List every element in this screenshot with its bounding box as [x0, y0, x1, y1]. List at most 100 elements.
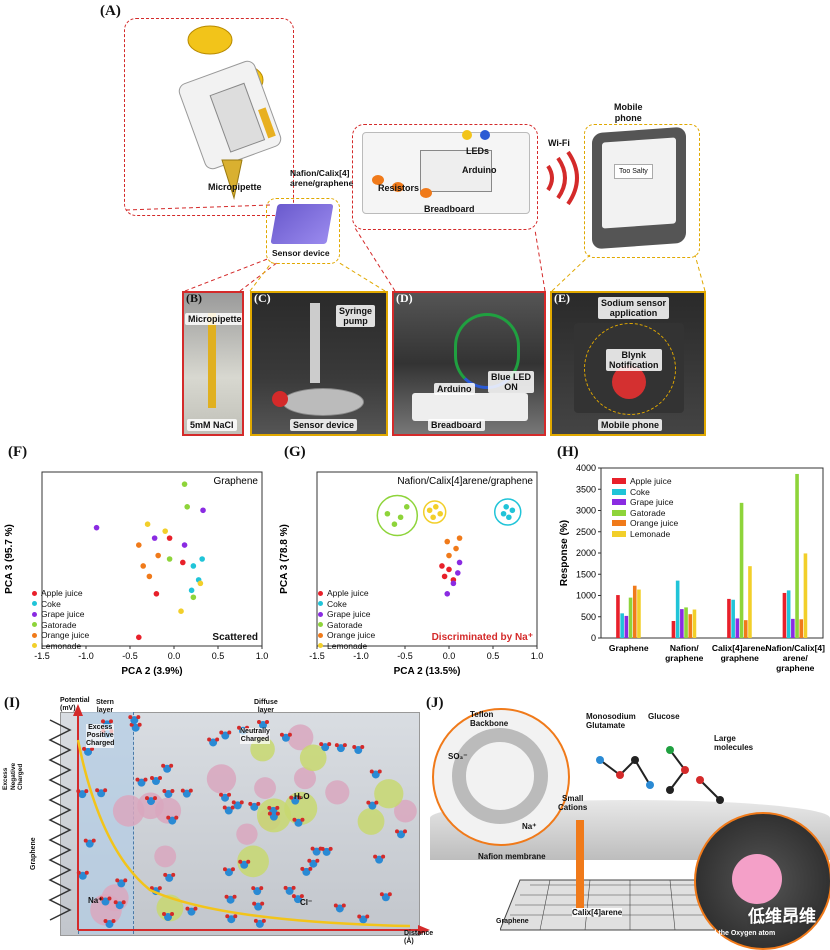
data-point	[456, 535, 463, 541]
sodium-ion	[293, 767, 317, 790]
water-hydrogen	[342, 743, 347, 748]
water-oxygen	[152, 776, 161, 785]
panel-label-e: (E)	[554, 291, 570, 305]
legend-marker	[318, 611, 323, 617]
photo-d-wires	[454, 313, 520, 389]
water-oxygen	[250, 802, 259, 811]
bar	[680, 609, 684, 638]
na-i-label: Na⁺	[88, 896, 103, 905]
x-axis-label: PCA 2 (13.5%)	[394, 666, 461, 677]
water-hydrogen	[352, 744, 357, 749]
x-tick-label: -1.0	[353, 651, 369, 661]
bar	[782, 592, 787, 638]
resistor-3	[420, 188, 432, 198]
neutral-label: Neutrally Charged	[240, 728, 270, 744]
water-oxygen	[101, 897, 110, 906]
water-hydrogen	[135, 777, 140, 782]
bar	[786, 590, 791, 638]
water-hydrogen	[287, 732, 292, 737]
legend-label: Orange juice	[41, 630, 90, 640]
water-hydrogen	[373, 854, 378, 859]
water-hydrogen	[264, 719, 269, 724]
category-label: arene/	[783, 653, 809, 663]
water-hydrogen	[300, 866, 305, 871]
water-oxygen	[255, 919, 264, 928]
legend-marker	[612, 488, 626, 495]
chloride-ion	[299, 744, 327, 772]
water-hydrogen	[291, 894, 296, 899]
potential-label: Potential (mV)	[60, 697, 90, 712]
legend-item: Orange juice	[32, 630, 89, 641]
water-hydrogen	[395, 829, 400, 834]
water-hydrogen	[308, 866, 313, 871]
graphene-lattice	[500, 879, 730, 931]
water-hydrogen	[253, 918, 258, 923]
water-hydrogen	[267, 811, 272, 816]
data-point	[155, 552, 161, 559]
y-axis-label: Response (%)	[559, 520, 570, 586]
water-hydrogen	[366, 800, 371, 805]
water-hydrogen	[107, 896, 112, 901]
data-point	[509, 507, 516, 514]
leds-label: LEDs	[466, 146, 490, 156]
legend-marker	[612, 520, 626, 527]
legend-marker	[318, 632, 323, 638]
resistors-label: Resistors	[378, 183, 420, 193]
water-oxygen	[97, 789, 106, 798]
large-molecules-label: Large molecules	[714, 734, 754, 752]
water-hydrogen	[334, 743, 339, 748]
data-point	[166, 556, 173, 562]
bar	[743, 620, 748, 638]
category-label: Calix[4]arene/	[712, 643, 768, 653]
water-hydrogen	[267, 805, 272, 810]
bar	[692, 609, 697, 638]
water-hydrogen	[252, 901, 257, 906]
category-label: graphene	[776, 663, 815, 673]
water-hydrogen	[333, 903, 338, 908]
legend-label: Coke	[630, 486, 650, 497]
water-hydrogen	[256, 719, 261, 724]
water-hydrogen	[170, 912, 175, 917]
water-hydrogen	[230, 867, 235, 872]
bar	[671, 621, 676, 638]
water-hydrogen	[162, 912, 167, 917]
bar	[735, 618, 740, 638]
water-hydrogen	[260, 901, 265, 906]
water-hydrogen	[84, 789, 89, 794]
legend-marker	[32, 590, 37, 596]
cluster-ring	[422, 500, 447, 524]
water-hydrogen	[145, 796, 150, 801]
photo-d-breadboard	[412, 393, 528, 421]
photo-c-dish	[282, 388, 364, 416]
teflon-zoom-circle	[432, 708, 570, 846]
cl-label: Cl⁻	[300, 898, 313, 907]
y-tick-label: 0	[591, 633, 596, 643]
legend-item: Grape juice	[612, 497, 678, 508]
water-hydrogen	[215, 737, 220, 742]
oxygen-sphere	[732, 854, 782, 904]
sodium-ion	[394, 799, 417, 823]
photo-c-red-clip	[272, 391, 288, 407]
water-hydrogen	[143, 777, 148, 782]
panel-label-b: (B)	[186, 291, 202, 305]
legend-item: Apple juice	[612, 476, 678, 487]
data-point	[444, 538, 451, 545]
water-oxygen	[209, 738, 218, 747]
photo-d: Arduino Blue LED ON Breadboard	[392, 291, 546, 436]
legend-marker	[32, 643, 37, 649]
sodium-ion	[325, 780, 350, 805]
water-oxygen	[381, 893, 390, 902]
legend-label: Lemonade	[41, 640, 82, 651]
legend-marker	[612, 499, 626, 506]
legend-item: Lemonade	[32, 641, 89, 652]
water-hydrogen	[150, 775, 155, 780]
water-hydrogen	[222, 805, 227, 810]
water-hydrogen	[381, 854, 386, 859]
wifi-icon	[546, 150, 579, 206]
water-hydrogen	[91, 838, 96, 843]
panel-a-connector-lines	[125, 204, 706, 292]
data-point	[153, 591, 160, 597]
water-hydrogen	[99, 896, 104, 901]
water-hydrogen	[108, 719, 113, 724]
sodium-ion	[287, 724, 314, 751]
